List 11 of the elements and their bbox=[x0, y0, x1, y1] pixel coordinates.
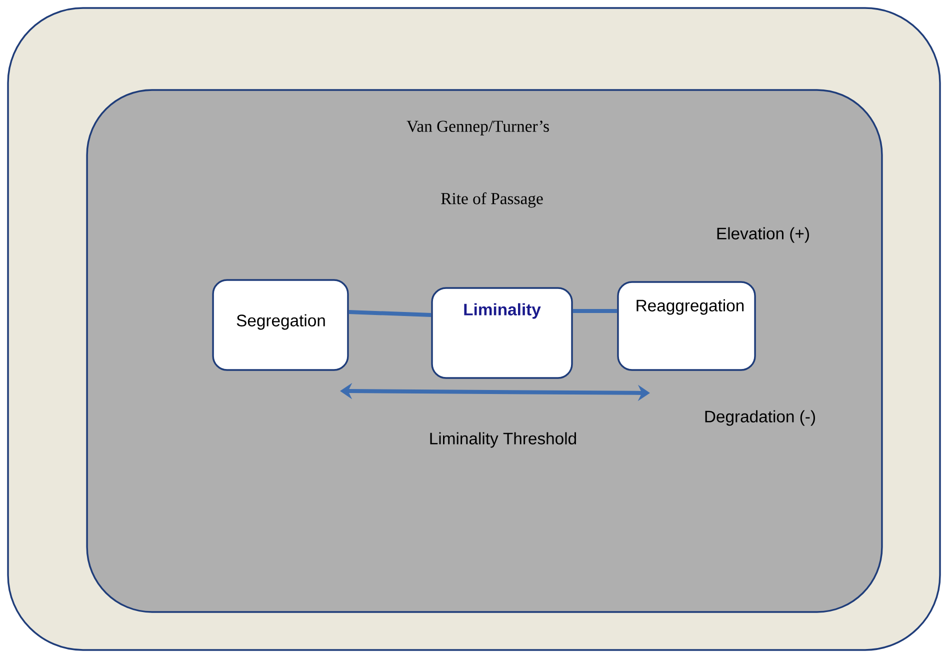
text-label: Van Gennep/Turner’s bbox=[406, 120, 549, 136]
process-box: Reaggregation bbox=[617, 281, 756, 371]
text-label: Liminality Threshold bbox=[430, 432, 576, 448]
connector-line bbox=[572, 309, 618, 313]
text-label: Degradation (-) bbox=[705, 410, 815, 426]
connector-line bbox=[348, 310, 432, 317]
text-label: Rite of Passage bbox=[441, 192, 543, 208]
text-label: Elevation (+) bbox=[717, 227, 809, 243]
inner-panel bbox=[86, 89, 883, 613]
process-box: Liminality bbox=[431, 287, 573, 379]
process-box: Segregation bbox=[212, 279, 349, 371]
